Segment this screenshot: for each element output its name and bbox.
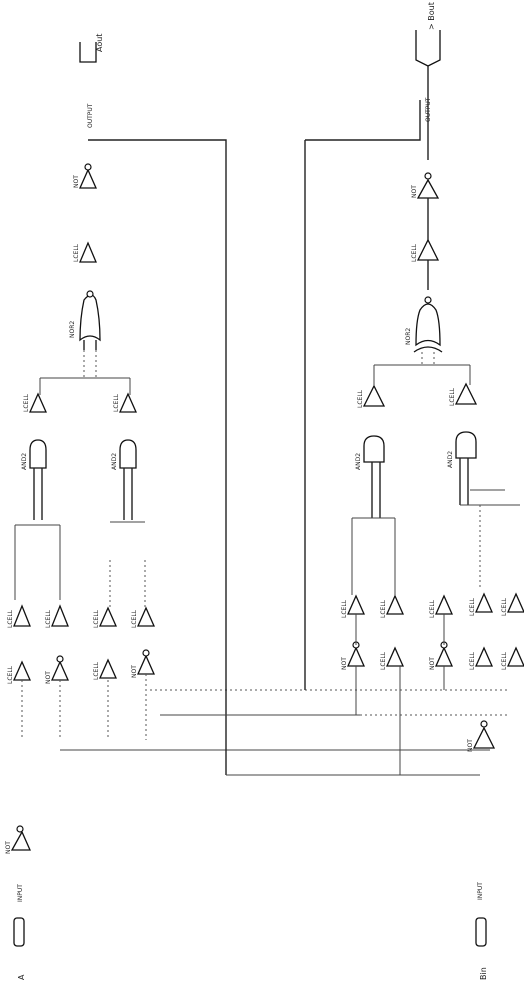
not-b-row-1-label: NOT	[341, 657, 348, 670]
or-gate-a	[79, 290, 101, 342]
lcell-b-row-4	[474, 592, 494, 613]
lcell-b-row-8	[506, 646, 524, 667]
and-gate-b2-label: AND2	[447, 451, 454, 468]
and-gate-b1	[363, 435, 385, 463]
lcell-b-row-4-label: LCELL	[469, 597, 476, 616]
not-gate-b-out	[416, 172, 440, 199]
lcell-b-top-label: LCELL	[411, 243, 418, 262]
lcell-b-row-3-label: LCELL	[429, 599, 436, 618]
not-b-row-2	[434, 641, 454, 667]
not-a-row-1	[12, 660, 32, 681]
xor-gate-b	[413, 296, 443, 353]
not-a-row-3-label: NOT	[131, 665, 138, 678]
input-pin-b-label: Bin	[479, 967, 488, 980]
lcell-b-row-2-label: LCELL	[380, 599, 387, 618]
input-a-text: INPUT	[17, 884, 24, 902]
input-pin-a-label: A	[17, 974, 26, 980]
lcell-b-row-7	[474, 646, 494, 667]
not-gate-a-in-label: NOT	[5, 841, 12, 854]
not-gate-a-in	[10, 825, 32, 851]
lcell-a-row-5-label: LCELL	[93, 661, 100, 680]
input-pin-b[interactable]	[475, 917, 487, 947]
not-a-row-2	[50, 655, 70, 681]
output-pin-b[interactable]	[415, 30, 441, 67]
output-pin-a-label: Aout	[95, 34, 104, 52]
lcell-b-row-2	[385, 594, 405, 615]
and-gate-b1-label: AND2	[355, 453, 362, 470]
and-gate-b2	[455, 431, 477, 459]
not-a-row-2-label: NOT	[45, 671, 52, 684]
lcell-b-2b-label: LCELL	[449, 387, 456, 406]
xor-gate-b-label: NOR2	[405, 328, 412, 345]
lcell-a-row-5	[98, 658, 118, 679]
lcell-a-row-2	[51, 604, 69, 627]
output-pin-b-label: > Bout	[427, 2, 436, 30]
not-b-row-2-label: NOT	[429, 657, 436, 670]
and-gate-a2-label: AND2	[111, 453, 118, 470]
lcell-a-row-1-label: LCELL	[7, 609, 14, 628]
lcell-b-row-1	[346, 594, 366, 615]
output-pin-a[interactable]: Aout	[79, 34, 104, 63]
lcell-b-row-7-label: LCELL	[469, 651, 476, 670]
lcell-b-row-8-label: LCELL	[501, 651, 508, 670]
lcell-b-row-1-label: LCELL	[341, 599, 348, 618]
and-gate-a1	[29, 439, 47, 469]
lcell-a-row-3-label: LCELL	[93, 609, 100, 628]
not-a-row-1-label: LCELL	[7, 665, 14, 684]
lcell-b-2a	[362, 384, 386, 407]
and-gate-a2	[119, 439, 137, 469]
not-b-row-1	[346, 641, 366, 667]
not-gate-b-in-label: NOT	[467, 739, 474, 752]
lcell-b-top	[416, 238, 440, 261]
lcell-b-2a-label: LCELL	[357, 389, 364, 408]
not-gate-b-out-label: NOT	[411, 185, 418, 198]
lcell-b-row-6-label: LCELL	[380, 651, 387, 670]
not-a-row-3	[136, 649, 156, 675]
not-gate-a-out-label: NOT	[73, 175, 80, 188]
lcell-a-row-4	[136, 606, 156, 627]
output-a-text: OUTPUT	[87, 103, 94, 128]
lcell-b-row-5-label: LCELL	[501, 597, 508, 616]
lcell-b-row-5	[506, 592, 524, 613]
lcell-a-2a	[28, 392, 48, 413]
lcell-a-2b-label: LCELL	[113, 393, 120, 412]
input-pin-a[interactable]	[13, 917, 25, 947]
lcell-a-row-3	[98, 606, 118, 627]
not-gate-b-in	[472, 720, 496, 749]
lcell-b-2b	[454, 382, 478, 405]
lcell-a-row-4-label: LCELL	[131, 609, 138, 628]
lcell-a-top	[79, 241, 97, 263]
lcell-a-2a-label: LCELL	[23, 393, 30, 412]
lcell-b-row-6	[385, 646, 405, 667]
lcell-a-row-2-label: LCELL	[45, 609, 52, 628]
not-gate-a-out	[78, 163, 98, 189]
or-gate-a-label: NOR2	[69, 321, 76, 338]
lcell-a-row-1	[13, 604, 31, 627]
lcell-a-2b	[118, 392, 138, 413]
lcell-b-row-3	[434, 594, 454, 615]
input-b-text: INPUT	[477, 882, 484, 900]
and-gate-a1-label: AND2	[21, 453, 28, 470]
lcell-a-top-label: LCELL	[73, 243, 80, 262]
